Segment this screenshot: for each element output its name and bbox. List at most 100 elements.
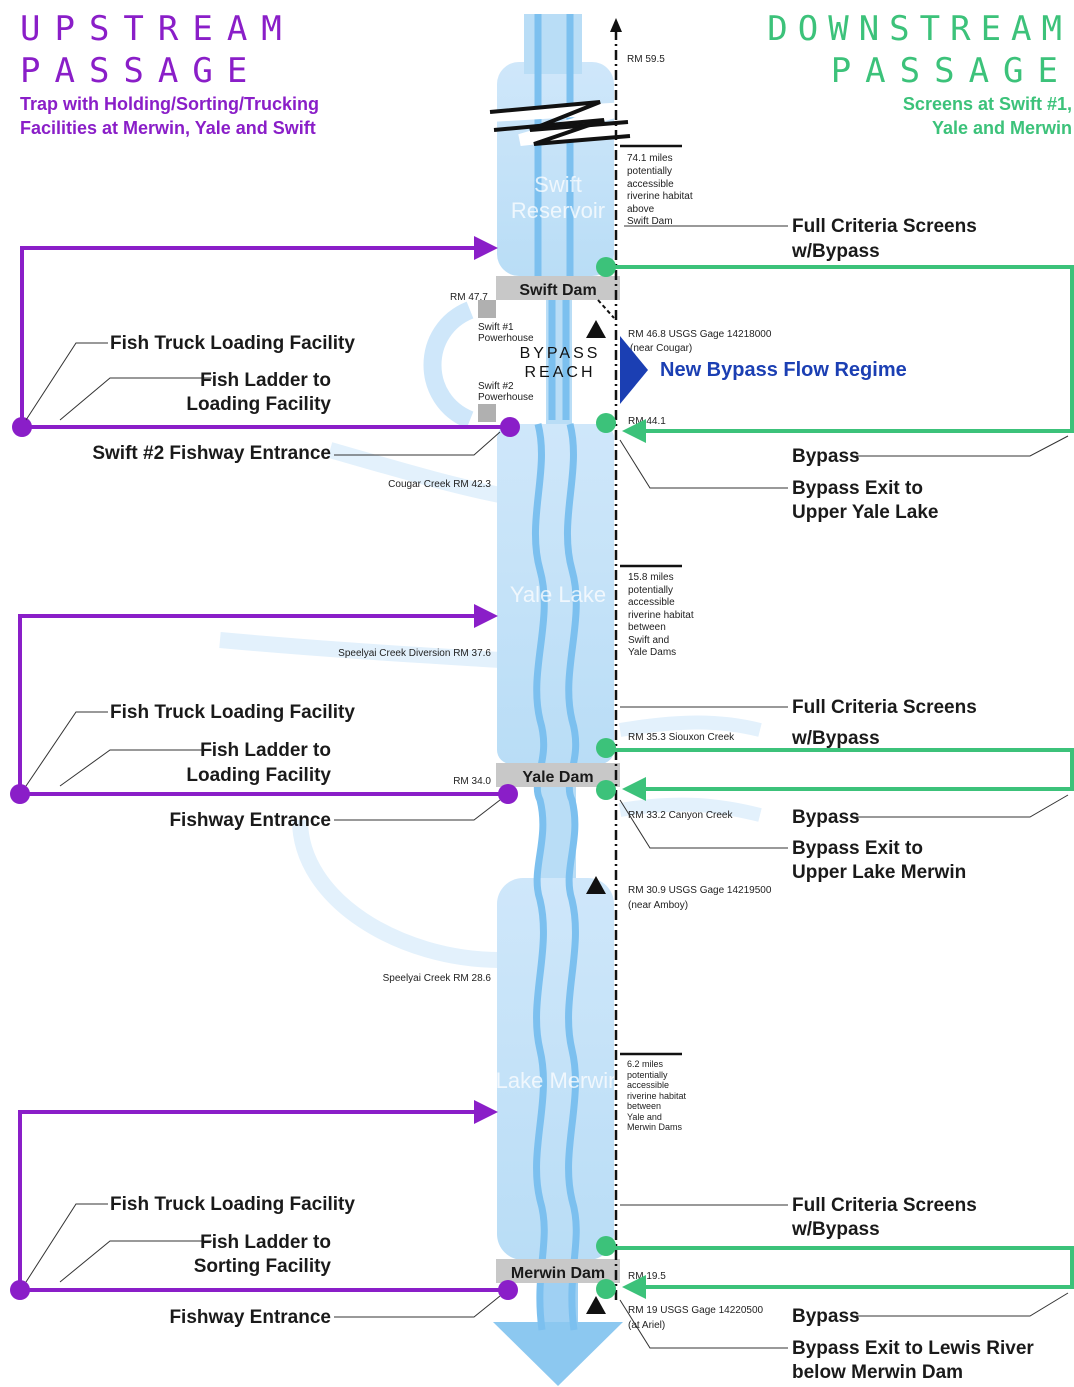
axis-arrow-up xyxy=(610,18,622,32)
swift-bypass-exit-label-2: Upper Yale Lake xyxy=(792,502,938,523)
swift-fishway-entrance-label: Swift #2 Fishway Entrance xyxy=(92,443,331,464)
swift1-powerhouse-label-2: Powerhouse xyxy=(478,333,534,344)
yale-screen-dot xyxy=(596,738,616,758)
swift-habitat-line: riverine habitat xyxy=(627,191,693,202)
yale-fish-ladder-label-2: Loading Facility xyxy=(186,765,331,786)
swift-habitat-line: accessible xyxy=(627,179,674,190)
bypass-reach-label-1: BYPASS xyxy=(520,345,601,362)
merwin-habitat-line: Yale and xyxy=(627,1112,662,1122)
gage-amboy-triangle xyxy=(586,876,606,894)
rm-47-7: RM 47.7 xyxy=(450,292,488,303)
yale-upstream-arrowhead xyxy=(474,604,498,628)
swift2-powerhouse xyxy=(478,404,496,422)
swift-upstream-arrowhead xyxy=(474,236,498,260)
swift-fish-ladder-label-1: Fish Ladder to xyxy=(200,370,331,391)
swift-bypass-exit-label-1: Bypass Exit to xyxy=(792,478,923,499)
yale-fishway-entrance-label: Fishway Entrance xyxy=(169,810,331,831)
yale-lake xyxy=(497,424,614,764)
swift-reservoir-label-1: Swift xyxy=(534,172,582,197)
swift-reservoir xyxy=(497,62,614,276)
swift-screen-dot xyxy=(596,257,616,277)
swift-dam-label: Swift Dam xyxy=(519,282,596,299)
speelyai-diversion-tributary xyxy=(219,632,501,668)
merwin-habitat-note: 6.2 miles potentially accessible riverin… xyxy=(627,1059,687,1132)
swift-upstream-dot-right xyxy=(500,417,520,437)
upstream-leaders xyxy=(25,342,501,1318)
merwin-upstream-dot-right xyxy=(498,1280,518,1300)
merwin-habitat-line: between xyxy=(627,1101,661,1111)
downstream-subtitle-1: Screens at Swift #1, xyxy=(903,94,1072,114)
siouxon-creek-tributary xyxy=(618,715,762,737)
swift2-powerhouse-label-2: Powerhouse xyxy=(478,392,534,403)
gage-ariel-triangle xyxy=(586,1296,606,1314)
swift-habitat-note: 74.1 miles potentially accessible riveri… xyxy=(627,153,693,227)
yale-screens-label-2: w/Bypass xyxy=(791,728,880,749)
rm-30-9-line1: RM 30.9 USGS Gage 14219500 xyxy=(628,885,772,896)
new-bypass-flow-regime-label: New Bypass Flow Regime xyxy=(660,359,907,381)
rm-19-line1: RM 19 USGS Gage 14220500 xyxy=(628,1305,764,1316)
merwin-upstream-loop xyxy=(18,1110,478,1290)
rm-46-8-line2: (near Cougar) xyxy=(630,343,692,354)
swift-truck-loading-label: Fish Truck Loading Facility xyxy=(110,333,355,354)
swift-screens-label-2: w/Bypass xyxy=(791,241,880,262)
rm-19-line2: (at Ariel) xyxy=(628,1320,665,1331)
bypass-reach-label-2: REACH xyxy=(524,364,595,381)
rm-46-8-line1: RM 46.8 USGS Gage 14218000 xyxy=(628,329,772,340)
lake-merwin-label: Lake Merwin xyxy=(496,1068,621,1093)
yale-habitat-line: Swift and xyxy=(628,635,669,646)
merwin-habitat-line: riverine habitat xyxy=(627,1091,687,1101)
upstream-dots xyxy=(10,417,520,1300)
swift-powerhouse-arc xyxy=(423,301,474,429)
yale-bypass-exit-dot xyxy=(596,780,616,800)
merwin-truck-loading-label: Fish Truck Loading Facility xyxy=(110,1194,355,1215)
merwin-dam xyxy=(496,1259,620,1283)
yale-truck-loading-label: Fish Truck Loading Facility xyxy=(110,702,355,723)
swift-fish-ladder-label-2: Loading Facility xyxy=(186,394,331,415)
yale-fish-ladder-label-1: Fish Ladder to xyxy=(200,740,331,761)
downstream-dots xyxy=(596,257,616,1299)
siouxon-creek-label: RM 35.3 Siouxon Creek xyxy=(628,732,735,743)
merwin-fishway-entrance-label: Fishway Entrance xyxy=(169,1307,331,1328)
merwin-fish-ladder-label-2: Sorting Facility xyxy=(194,1256,332,1277)
yale-habitat-line: Yale Dams xyxy=(628,647,676,658)
yale-screens-label-1: Full Criteria Screens xyxy=(792,697,977,718)
swift1-powerhouse-label-1: Swift #1 xyxy=(478,322,514,333)
canyon-creek-label: RM 33.2 Canyon Creek xyxy=(628,810,733,821)
yale-upstream-dot-left xyxy=(10,784,30,804)
merwin-bypass-exit-label-1: Bypass Exit to Lewis River xyxy=(792,1338,1034,1359)
merwin-screen-dot xyxy=(596,1236,616,1256)
downstream-leaders xyxy=(619,225,1069,1349)
speelyai-creek-tributary xyxy=(292,819,501,968)
swift-downstream-loop xyxy=(606,265,1074,433)
rm-34-0: RM 34.0 xyxy=(453,776,491,787)
merwin-bypass-exit-dot xyxy=(596,1279,616,1299)
merwin-dam-label: Merwin Dam xyxy=(511,1265,605,1282)
upstream-title-2: PASSAGE xyxy=(20,51,261,91)
merwin-bypass-label: Bypass xyxy=(792,1306,860,1327)
speelyai-diversion-label: Speelyai Creek Diversion RM 37.6 xyxy=(338,648,491,659)
yale-habitat-line: accessible xyxy=(628,597,675,608)
cougar-creek-label: Cougar Creek RM 42.3 xyxy=(388,479,491,490)
merwin-bypass-exit-label-2: below Merwin Dam xyxy=(792,1362,963,1383)
merwin-habitat-line: accessible xyxy=(627,1080,669,1090)
swift-habitat-line: above xyxy=(627,204,655,215)
canyon-creek-tributary xyxy=(618,797,762,822)
yale-habitat-line: 15.8 miles xyxy=(628,572,674,583)
yale-bypass-label: Bypass xyxy=(792,807,860,828)
swift-habitat-line: Swift Dam xyxy=(627,216,673,227)
upstream-loops xyxy=(18,246,510,1292)
upstream-subtitle-2: Facilities at Merwin, Yale and Swift xyxy=(20,118,316,138)
swift-habitat-line: 74.1 miles xyxy=(627,153,673,164)
gage-cougar-triangle xyxy=(586,320,606,338)
merwin-habitat-line: potentially xyxy=(627,1070,668,1080)
channel-line-left xyxy=(531,14,556,1331)
swift-upstream-dot-left xyxy=(12,417,32,437)
yale-lake-label: Yale Lake xyxy=(510,582,606,607)
channel-line-right xyxy=(562,14,580,1331)
swift-reservoir-label-2: Reservoir xyxy=(511,198,605,223)
swift-habitat-line: potentially xyxy=(627,166,672,177)
merwin-habitat-line: 6.2 miles xyxy=(627,1059,664,1069)
merwin-screens-label-1: Full Criteria Screens xyxy=(792,1195,977,1216)
yale-upstream-dot-right xyxy=(498,784,518,804)
